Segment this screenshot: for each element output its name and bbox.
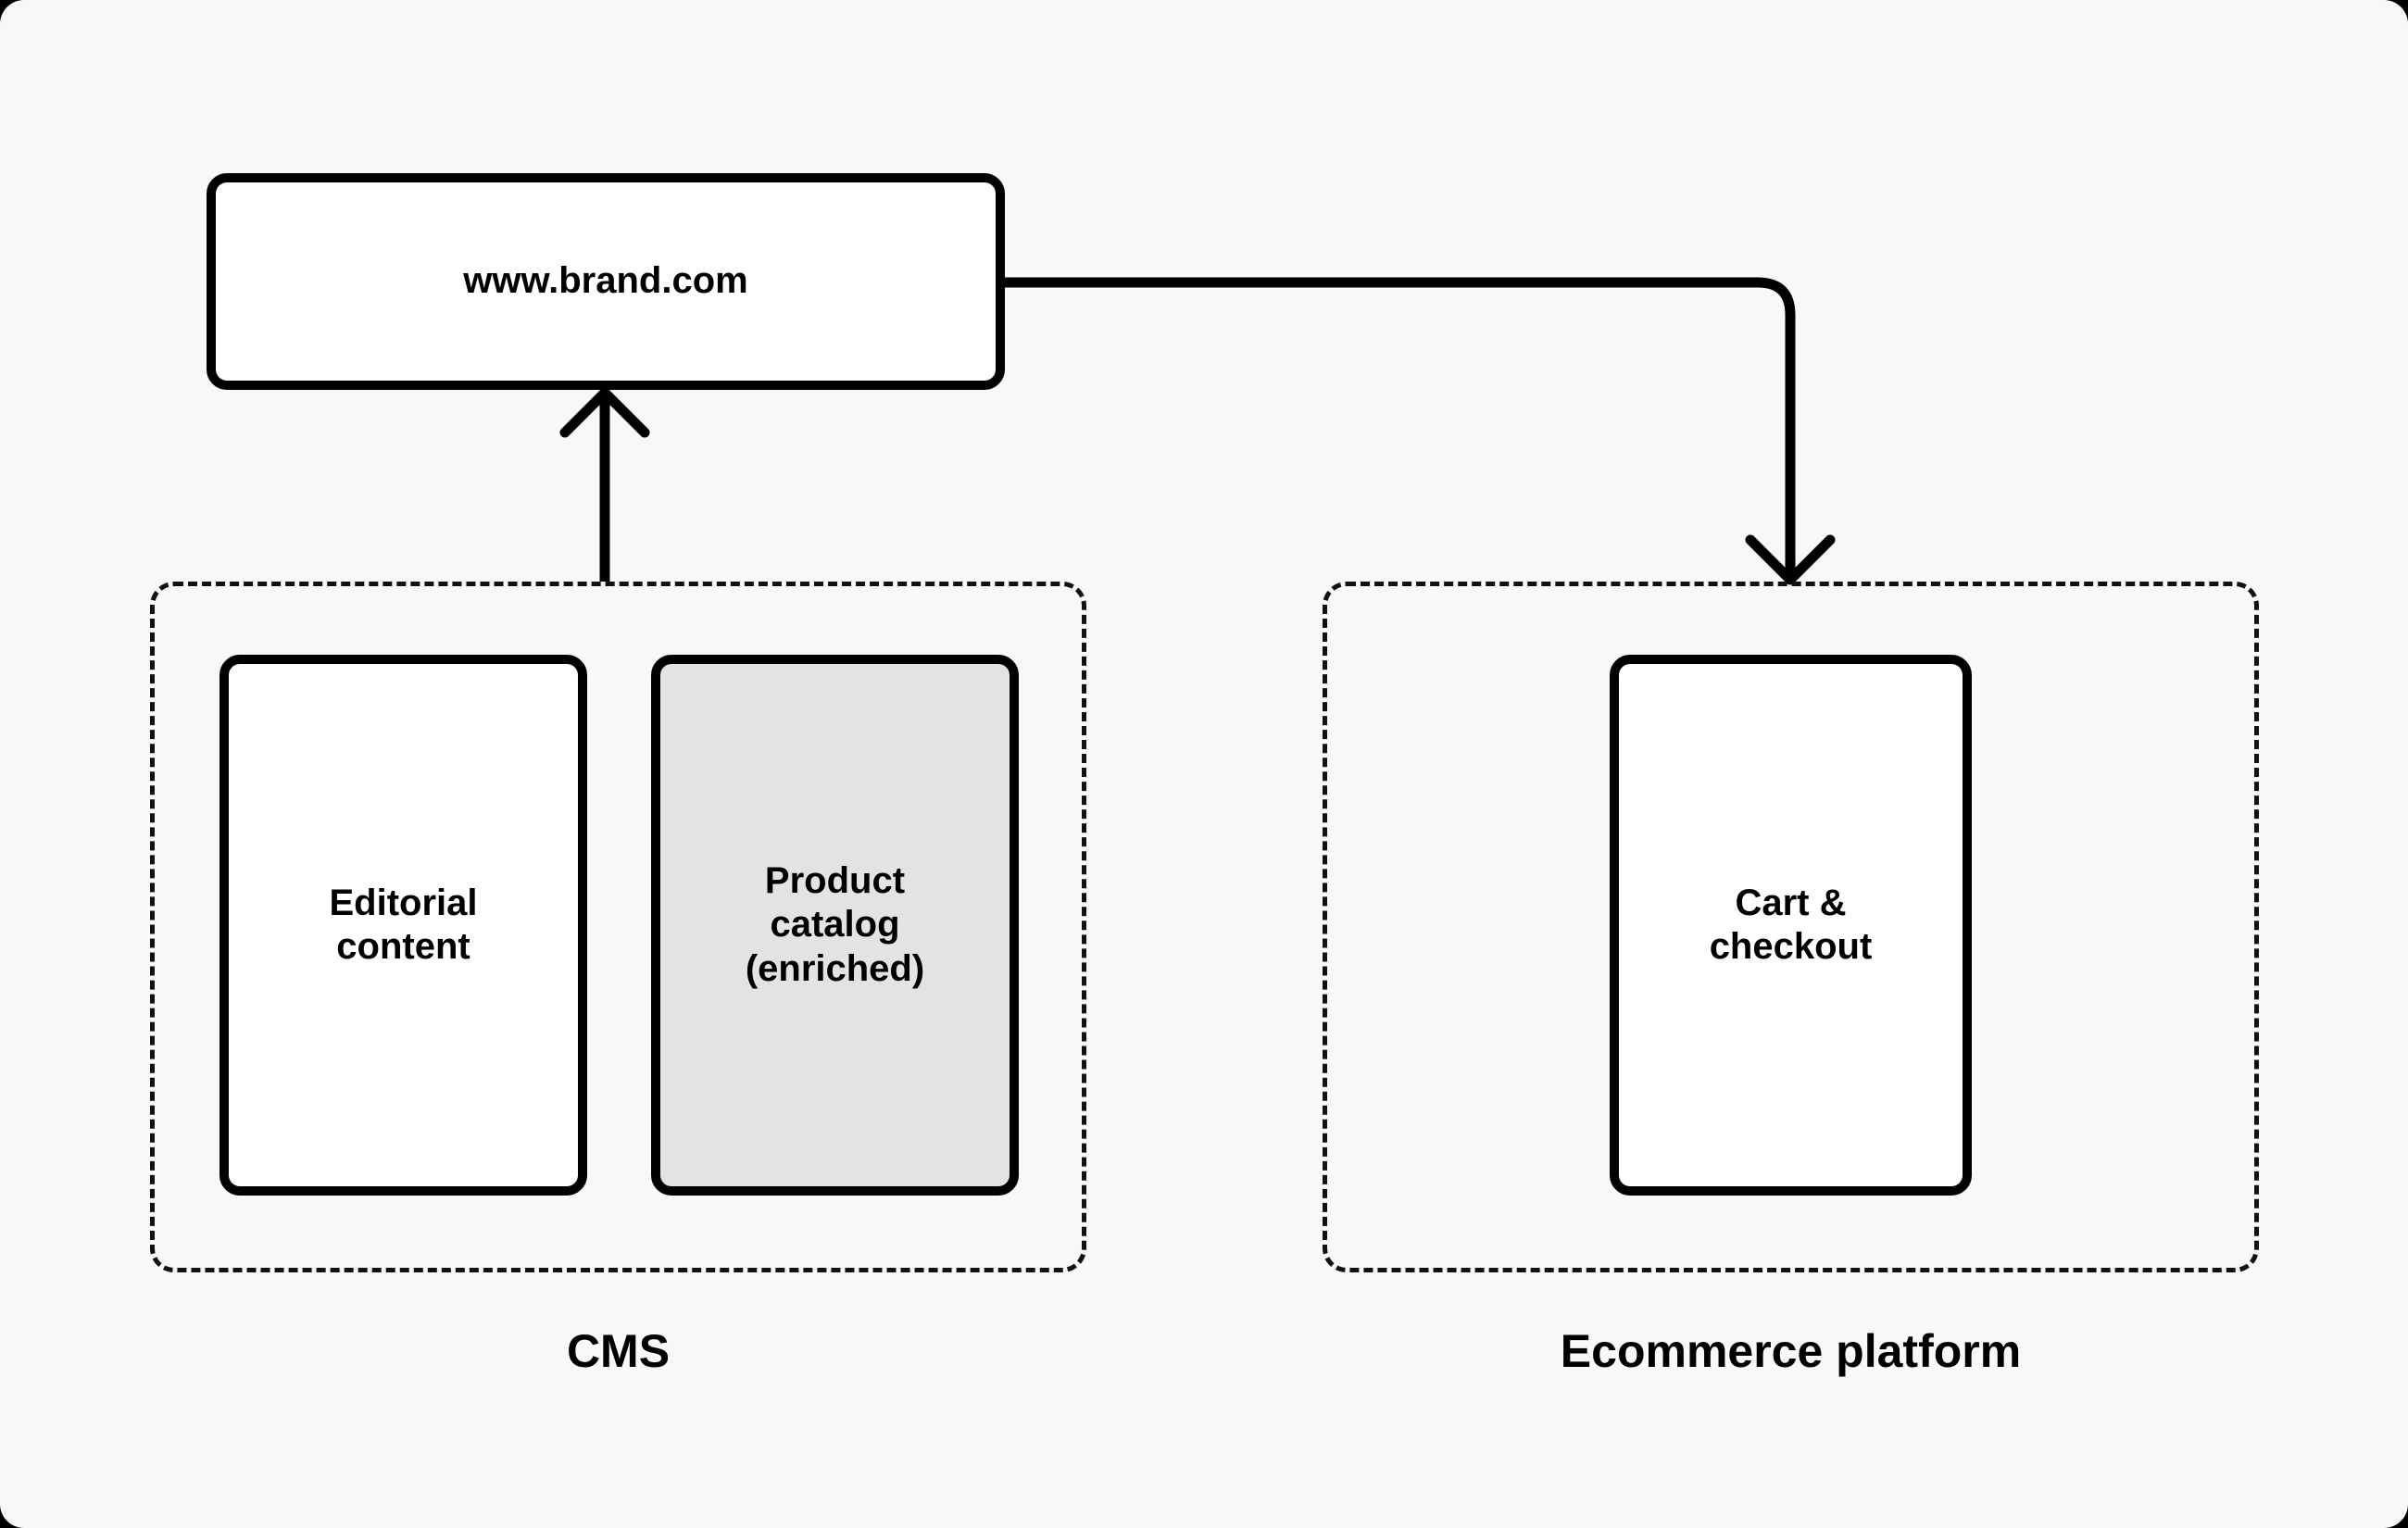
- group-caption-ecommerce: Ecommerce platform: [1560, 1325, 2022, 1377]
- node-editorial-content-label: Editorial content: [329, 882, 478, 967]
- node-editorial-content[interactable]: Editorial content: [219, 655, 587, 1196]
- connector-site-to-ecommerce-line: [1002, 277, 1796, 580]
- node-product-catalog-label: Product catalog (enriched): [745, 860, 925, 989]
- connector-site-to-ecommerce: [1002, 277, 1836, 585]
- connector-cms-to-site: [559, 387, 650, 582]
- node-cart-checkout[interactable]: Cart & checkout: [1610, 655, 1972, 1196]
- node-website[interactable]: www.brand.com: [207, 173, 1005, 390]
- connector-site-to-ecommerce-arrowhead-icon: [1745, 534, 1836, 585]
- connector-cms-to-site-arrowhead-icon: [559, 387, 650, 438]
- node-product-catalog[interactable]: Product catalog (enriched): [651, 655, 1019, 1196]
- group-caption-cms: CMS: [566, 1325, 671, 1377]
- node-cart-checkout-label: Cart & checkout: [1709, 882, 1873, 967]
- group-container-cms: [150, 582, 1086, 1272]
- node-website-label: www.brand.com: [463, 260, 748, 302]
- group-container-ecommerce: [1323, 582, 2259, 1272]
